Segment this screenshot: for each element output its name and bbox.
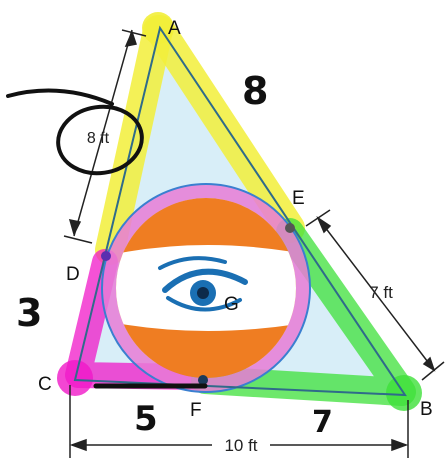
point-e-marker <box>285 223 295 233</box>
vertex-c-label: C <box>38 374 52 395</box>
highlight-ae <box>145 15 305 243</box>
vertex-b-label: B <box>420 399 433 420</box>
bottom-dim-bg <box>212 433 270 455</box>
dimension-right: 7 ft <box>369 283 393 302</box>
hand-number-fb: 7 <box>312 405 333 440</box>
vertex-e-label: E <box>292 188 305 209</box>
point-d-marker <box>101 251 111 261</box>
hand-swoosh <box>6 88 114 106</box>
circle-blue-outline <box>101 183 311 393</box>
triangle-outline <box>73 25 407 397</box>
dimension-left: 8 ft <box>87 130 110 147</box>
hand-circle-8ft <box>56 104 144 176</box>
point-f-marker <box>198 375 208 385</box>
dimension-bottom: 10 ft <box>224 436 257 455</box>
vertex-a-label: A <box>168 18 181 39</box>
eye-logo-icon <box>116 198 296 378</box>
hand-number-dc: 3 <box>16 291 42 335</box>
hand-number-ad: 8 <box>242 69 268 113</box>
hand-number-cf: 5 <box>134 399 158 439</box>
vertex-d-label: D <box>66 264 80 285</box>
vertex-f-label: F <box>190 400 202 421</box>
inscribed-circle <box>101 183 311 393</box>
center-g-label: G <box>224 294 239 315</box>
